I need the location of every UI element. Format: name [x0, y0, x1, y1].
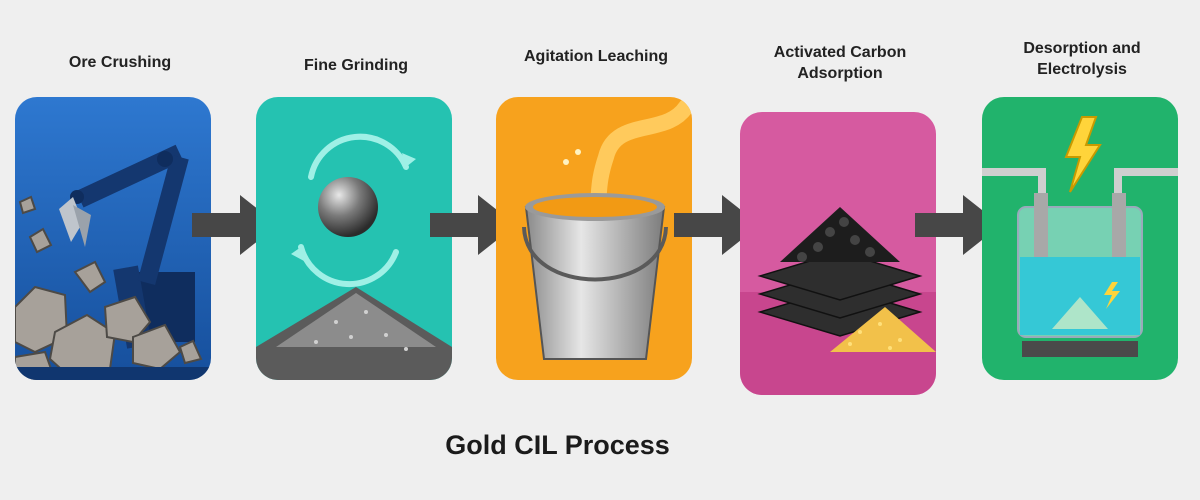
- carbon-adsorption-card: [740, 112, 936, 395]
- stage-label: Fine Grinding: [304, 57, 408, 74]
- stage-label: Activated Carbon Adsorption: [773, 44, 907, 82]
- arrow-right-icon: [430, 195, 516, 255]
- crusher-excavator-icon: [15, 97, 211, 380]
- electrolysis-tank-icon: [982, 97, 1178, 380]
- diagram-caption: Gold CIL Process: [445, 430, 670, 460]
- stage-label: Agitation Leaching: [524, 48, 668, 65]
- grinding-ball-icon: [256, 97, 452, 380]
- agitation-leaching-card: [496, 97, 692, 380]
- leaching-bucket-icon: [496, 97, 692, 380]
- arrow-right-icon: [674, 195, 760, 255]
- arrow-right-icon: [915, 195, 1001, 255]
- carbon-layers-icon: [740, 112, 936, 395]
- electrolysis-card: [982, 97, 1178, 380]
- stage-label: Desorption and Electrolysis: [1023, 40, 1141, 78]
- stage-label: Ore Crushing: [68, 54, 172, 71]
- ore-crushing-card: [15, 97, 211, 380]
- fine-grinding-card: [256, 97, 452, 380]
